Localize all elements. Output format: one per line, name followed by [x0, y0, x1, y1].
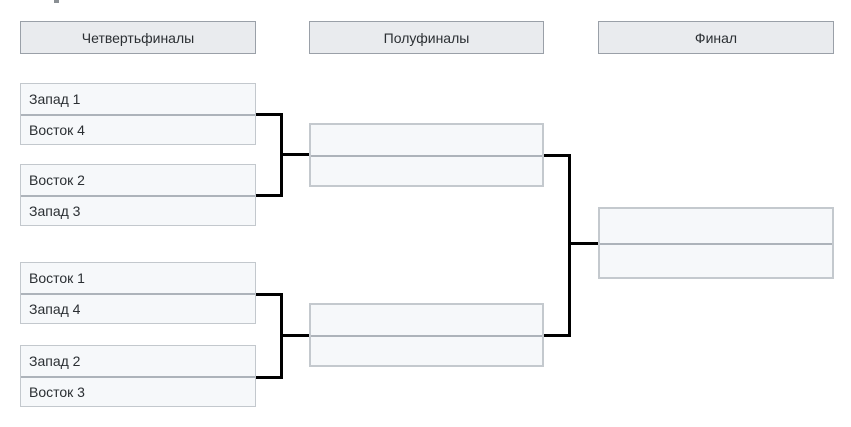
empty-team-slot [311, 155, 542, 185]
match-quarterfinal-4: Запад 2 Восток 3 [20, 345, 256, 407]
connector-final-stub [571, 242, 598, 245]
empty-team-slot [311, 125, 542, 155]
match-quarterfinal-3: Восток 1 Запад 4 [20, 262, 256, 324]
team-slot: Восток 2 [29, 172, 85, 188]
header-semifinals: Полуфиналы [309, 21, 544, 54]
connector-qf2-horizontal [256, 194, 283, 197]
connector-qf1-horizontal [256, 113, 283, 116]
team-slot: Восток 4 [21, 114, 255, 144]
team-slot: Запад 2 [29, 353, 81, 369]
empty-team-slot [311, 335, 542, 365]
match-final [598, 207, 834, 279]
connector-sf1-horizontal [544, 154, 571, 157]
header-final: Финал [598, 21, 834, 54]
empty-team-slot [600, 243, 832, 277]
team-slot: Запад 4 [21, 293, 255, 323]
connector-qf3-horizontal [256, 293, 283, 296]
connector-qf4-horizontal [256, 376, 283, 379]
team-slot: Запад 1 [29, 91, 81, 107]
empty-team-slot [311, 305, 542, 335]
match-semifinal-1 [309, 123, 544, 187]
match-semifinal-2 [309, 303, 544, 367]
edge-artifact [54, 0, 59, 3]
match-quarterfinal-1: Запад 1 Восток 4 [20, 83, 256, 145]
connector-semifinal1-stub [283, 153, 309, 156]
connector-sf2-horizontal [544, 334, 571, 337]
match-quarterfinal-2: Восток 2 Запад 3 [20, 164, 256, 226]
team-slot: Восток 1 [29, 270, 85, 286]
header-quarterfinals: Четвертьфиналы [20, 21, 256, 54]
team-slot: Запад 3 [21, 195, 255, 225]
connector-semifinal2-stub [283, 334, 309, 337]
connector-sf-vertical [568, 154, 571, 337]
team-slot: Восток 3 [21, 376, 255, 406]
connector-qfB-vertical [280, 293, 283, 379]
connector-qfA-vertical [280, 113, 283, 197]
empty-team-slot [600, 209, 832, 243]
